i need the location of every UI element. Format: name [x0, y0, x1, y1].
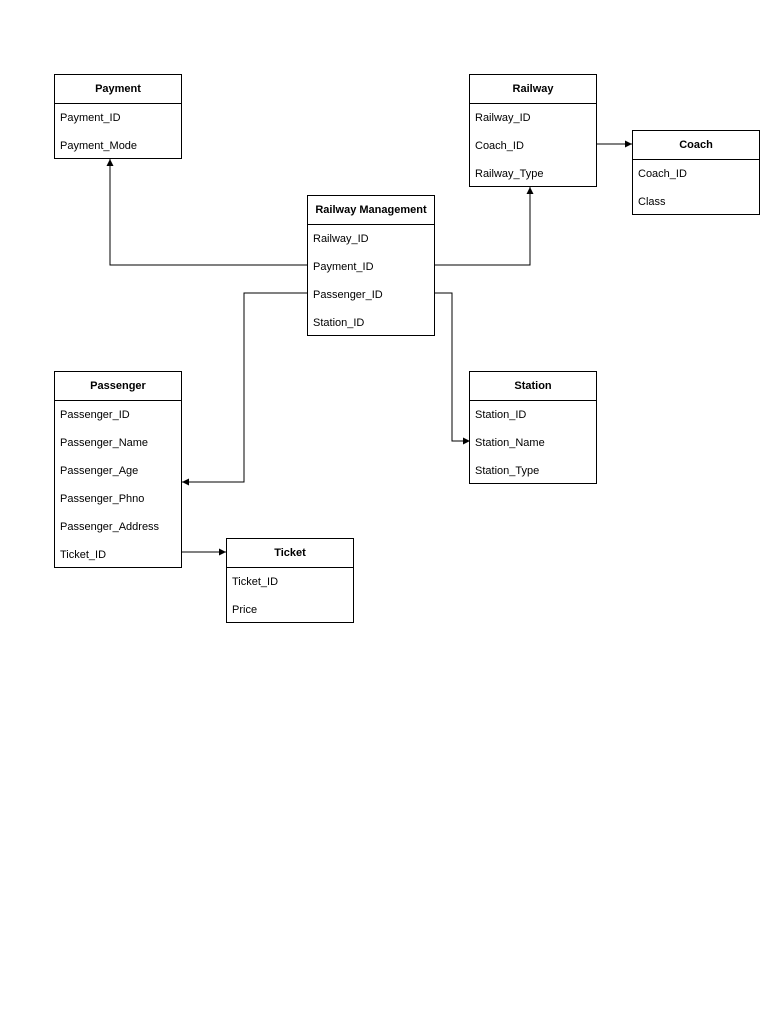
coach-field-class: Class — [638, 196, 666, 208]
railway-management-field-payment-id: Payment_ID — [313, 261, 374, 273]
payment-field-payment-mode: Payment_Mode — [60, 140, 138, 152]
ticket-field-price: Price — [232, 604, 258, 616]
ticket-field-ticket-id: Ticket_ID — [232, 576, 279, 588]
passenger-entity[interactable]: Passenger Passenger_ID Passenger_Name Pa… — [54, 371, 182, 568]
payment-entity[interactable]: Payment Payment_ID Payment_Mode — [54, 74, 182, 159]
station-field-station-id: Station_ID — [475, 409, 527, 421]
payment-entity-title: Payment — [55, 75, 181, 104]
ticket-entity-title: Ticket — [227, 539, 353, 568]
railway-management-entity[interactable]: Railway Management Railway_ID Payment_ID… — [307, 195, 435, 336]
railway-field-coach-id: Coach_ID — [475, 140, 524, 152]
connector-management-to-payment — [106, 159, 308, 266]
passenger-field-passenger-name: Passenger_Name — [60, 437, 149, 449]
payment-field-payment-id: Payment_ID — [60, 112, 121, 124]
railway-field-railway-type: Railway_Type — [475, 168, 544, 180]
passenger-field-passenger-phno: Passenger_Phno — [60, 493, 145, 505]
station-field-station-name: Station_Name — [475, 437, 545, 449]
connector-management-to-station — [434, 292, 470, 445]
railway-management-field-station-id: Station_ID — [313, 317, 365, 329]
passenger-field-passenger-address: Passenger_Address — [60, 521, 160, 533]
coach-entity-title: Coach — [633, 131, 759, 160]
station-entity[interactable]: Station Station_ID Station_Name Station_… — [469, 371, 597, 484]
passenger-field-passenger-id: Passenger_ID — [60, 409, 130, 421]
railway-entity-title: Railway — [470, 75, 596, 104]
railway-management-field-passenger-id: Passenger_ID — [313, 289, 383, 301]
coach-entity[interactable]: Coach Coach_ID Class — [632, 130, 760, 215]
station-field-station-type: Station_Type — [475, 465, 540, 477]
railway-entity[interactable]: Railway Railway_ID Coach_ID Railway_Type — [469, 74, 597, 187]
passenger-entity-title: Passenger — [55, 372, 181, 401]
station-entity-title: Station — [470, 372, 596, 401]
ticket-entity[interactable]: Ticket Ticket_ID Price — [226, 538, 354, 623]
passenger-field-passenger-age: Passenger_Age — [60, 465, 139, 477]
passenger-field-ticket-id: Ticket_ID — [60, 549, 107, 561]
railway-management-entity-title: Railway Management — [308, 196, 434, 225]
connector-management-to-passenger — [182, 292, 308, 486]
railway-management-field-railway-id: Railway_ID — [313, 233, 369, 245]
railway-field-railway-id: Railway_ID — [475, 112, 531, 124]
connector-management-to-railway — [434, 187, 534, 266]
coach-field-coach-id: Coach_ID — [638, 168, 687, 180]
